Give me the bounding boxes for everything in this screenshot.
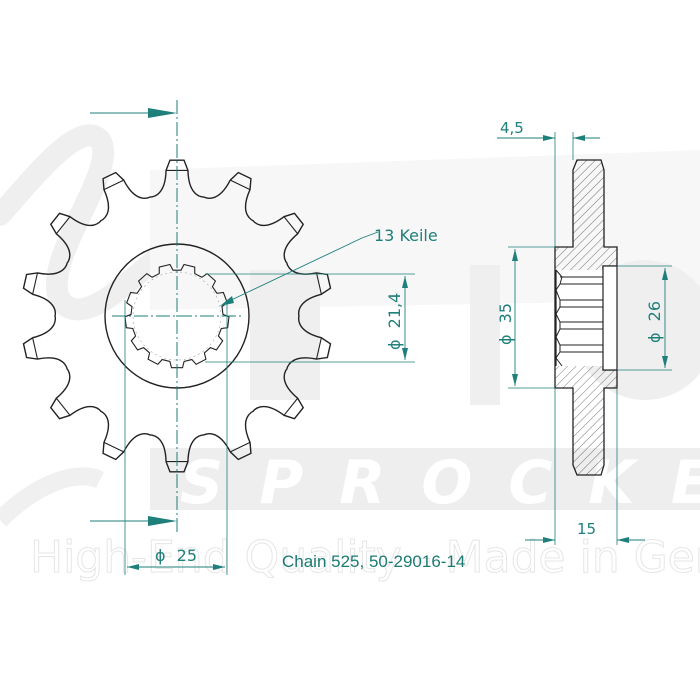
spline-grooves	[555, 269, 603, 367]
svg-text:ϕ 35: ϕ 35	[496, 303, 515, 345]
section-arrows	[90, 108, 177, 526]
sprocket-side-section	[554, 159, 618, 476]
dim-hub-diameter: ϕ 35	[496, 246, 555, 389]
dim-plate-offset: 4,5	[497, 119, 600, 247]
svg-text:ϕ 21,4: ϕ 21,4	[385, 293, 404, 350]
spline-count-label: 13 Keile	[374, 226, 438, 245]
spline-profile	[124, 263, 230, 369]
diameter-symbol: ϕ	[385, 339, 404, 350]
dim-total-width: 15	[525, 388, 645, 545]
dim-spline-diameter: ϕ 21,4	[205, 273, 415, 363]
section-arrow-bottom-icon	[148, 516, 177, 526]
watermark-sprockets: SPROCKETS	[180, 448, 700, 518]
svg-text:ϕ 25: ϕ 25	[155, 546, 197, 565]
dim-recess-diameter: ϕ 26	[617, 265, 672, 371]
dim-bore-diameter: ϕ 25	[124, 300, 228, 575]
part-caption: Chain 525, 50-29016-14	[282, 552, 466, 571]
spline-diameter-value: 21,4	[385, 293, 404, 329]
watermark-slogan: High-End Quality - Made in Germany	[30, 532, 700, 583]
sprocket-outline	[22, 159, 332, 473]
spline-root-circle	[132, 271, 222, 361]
spline-leader: 13 Keile	[220, 226, 438, 306]
section-arrow-top-icon	[148, 108, 177, 118]
sprocket-front-view	[22, 100, 332, 535]
total-width-value: 15	[577, 520, 596, 538]
bore-diameter-value: 25	[177, 546, 197, 565]
plate-offset-value: 4,5	[500, 119, 524, 137]
svg-text:ϕ 26: ϕ 26	[645, 301, 664, 343]
recess-diameter-value: 26	[645, 301, 664, 321]
hub-diameter-value: 35	[496, 303, 515, 323]
